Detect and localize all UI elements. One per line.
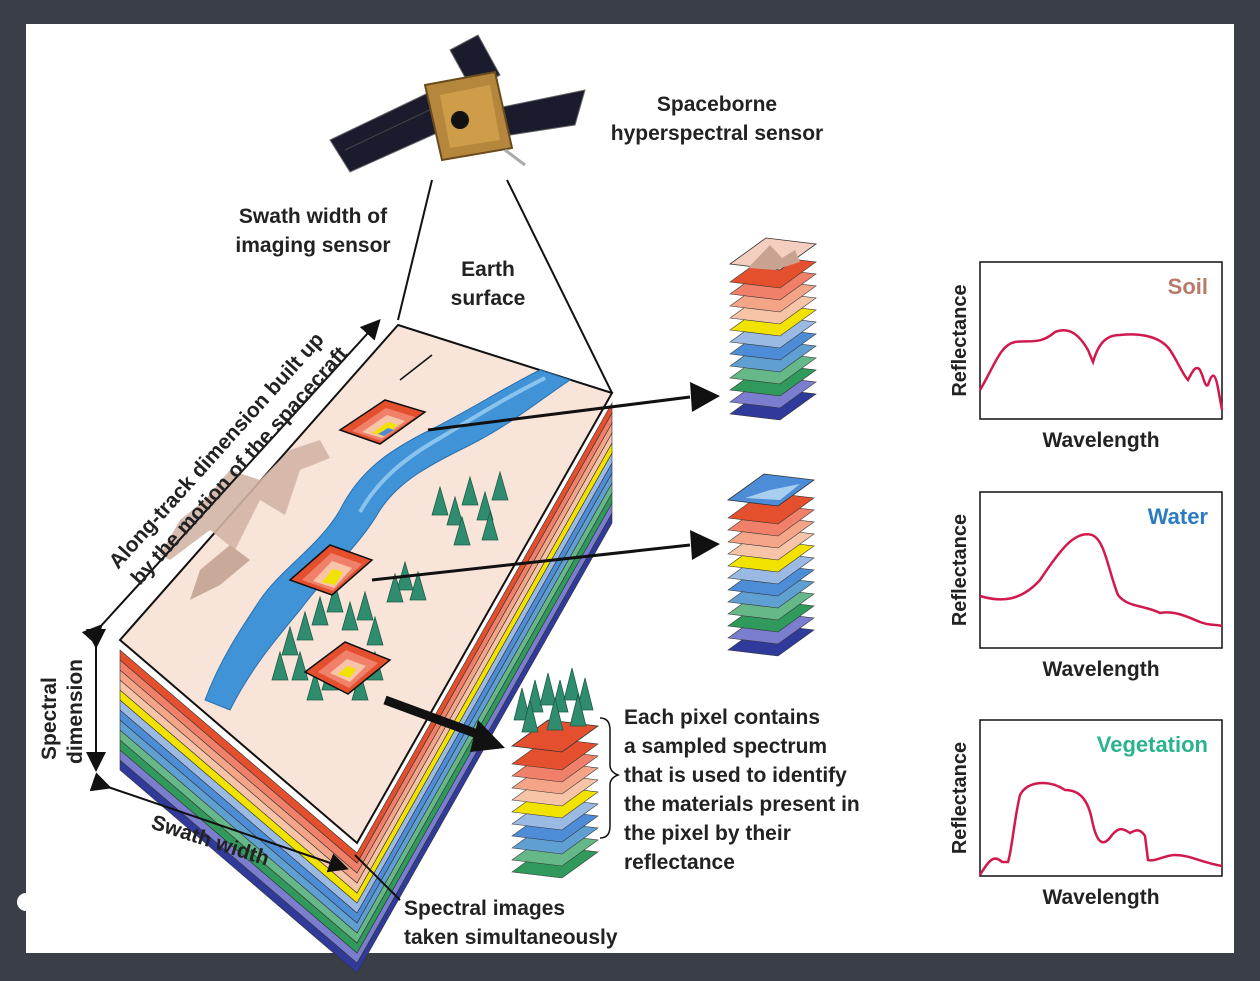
- spectral-label-line2: dimension: [64, 659, 87, 764]
- tree-icon: [306, 670, 324, 701]
- pixel-note: Each pixel contains a sampled spectrum t…: [624, 706, 860, 874]
- river: [204, 369, 572, 711]
- tree-icon: [291, 650, 309, 681]
- reflectance-curve: [979, 532, 1223, 628]
- spectral-label-line1: Spectral: [38, 677, 61, 760]
- swath-line-right: [506, 179, 613, 394]
- spectral-images-label: Spectral images taken simultaneously: [404, 897, 618, 949]
- tree-icon: [576, 677, 594, 711]
- chart-title: Vegetation: [1097, 732, 1208, 757]
- tree-icon: [453, 515, 471, 546]
- y-axis-label: Reflectance: [949, 742, 971, 854]
- y-axis-label: Reflectance: [949, 514, 971, 626]
- spectral-images-leader: [354, 854, 401, 901]
- tree-icon: [386, 572, 404, 603]
- reflectance-curve: [978, 781, 1223, 876]
- spectral-band-layer: [119, 401, 613, 864]
- tree-icon: [521, 699, 539, 733]
- tree-icon: [446, 495, 464, 526]
- chart-frame: [979, 491, 1223, 649]
- x-axis-label: Wavelength: [1042, 886, 1159, 909]
- spectrum-stack-water: [726, 473, 816, 657]
- earth-surface-label: Earth surface: [450, 258, 526, 310]
- swath-width-arrow: [89, 772, 349, 873]
- tree-icon: [271, 650, 289, 681]
- pixel-vegetation: [303, 641, 392, 695]
- tree-icon: [539, 672, 557, 706]
- spectral-band-stack: [119, 401, 613, 974]
- swath-width-sensor-label: Swath width of imaging sensor: [235, 205, 391, 257]
- tree-icon: [409, 570, 427, 601]
- tree-icon: [546, 697, 564, 731]
- pixel-brace: [599, 717, 621, 839]
- reflectance-curve: [978, 329, 1224, 411]
- satellite-icon: [329, 34, 586, 173]
- swath-line-left: [397, 179, 433, 321]
- tree-icon: [461, 475, 479, 506]
- tree-icon: [431, 485, 449, 516]
- slide-dot: [17, 893, 35, 911]
- tree-icon: [476, 490, 494, 521]
- reflectance-charts: SoilWavelengthReflectanceWaterWavelength…: [949, 261, 1224, 909]
- along-track-arrow: [81, 319, 381, 646]
- tree-icon: [569, 693, 587, 727]
- sensor-label: Spaceborne hyperspectral sensor: [610, 93, 824, 145]
- tree-icon: [491, 470, 509, 501]
- chart-title: Soil: [1168, 274, 1208, 299]
- earth-surface-leader: [399, 354, 433, 381]
- x-axis-label: Wavelength: [1042, 429, 1159, 452]
- y-axis-label: Reflectance: [949, 284, 971, 396]
- spectrum-stack-soil: [728, 237, 818, 421]
- tree-icon: [481, 510, 499, 541]
- tree-icon: [563, 667, 581, 701]
- tree-icon: [513, 687, 531, 721]
- chart-title: Water: [1148, 504, 1209, 529]
- spectrum-stack-vegetation: [510, 667, 600, 879]
- x-axis-label: Wavelength: [1042, 658, 1159, 681]
